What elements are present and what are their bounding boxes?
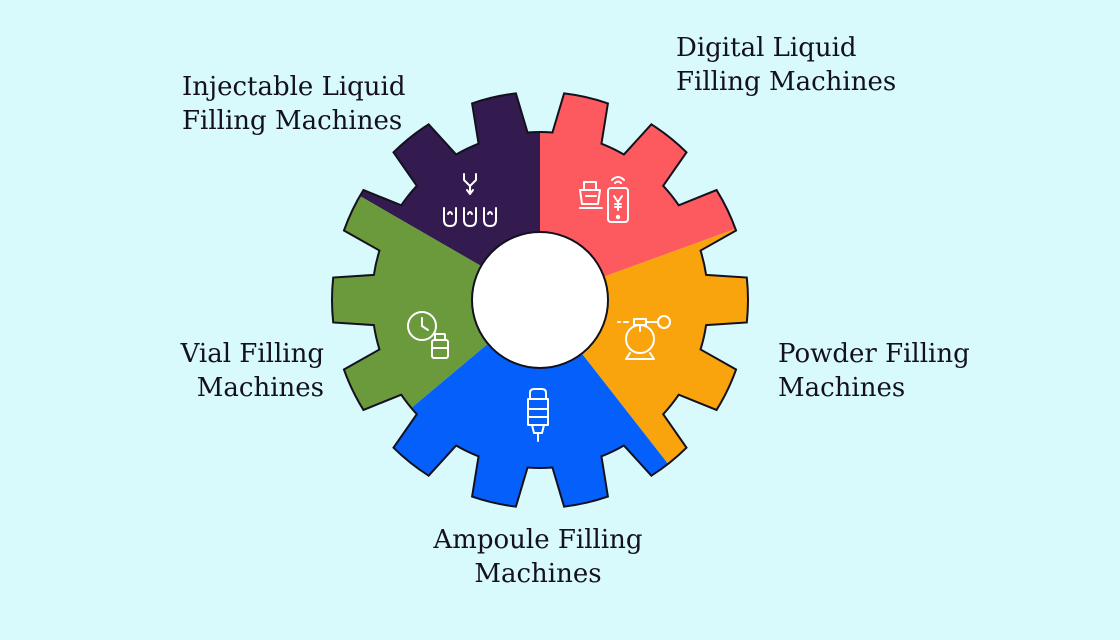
clock-vial-icon [407, 311, 449, 359]
label-ampoule-line2: Machines [474, 559, 602, 589]
label-vial-line2: Machines [196, 373, 324, 403]
label-injectable-line2: Filling Machines [182, 106, 403, 136]
syringe-vials-icon [443, 173, 497, 227]
segment-digital [540, 93, 748, 300]
digital-scale-phone-icon [579, 176, 629, 223]
label-powder-line1: Powder Filling [778, 339, 970, 369]
label-injectable-line1: Injectable Liquid [182, 72, 406, 102]
ampoule-icon [527, 388, 549, 442]
label-powder-line2: Machines [778, 373, 906, 403]
gear-center-hole [471, 231, 609, 369]
label-powder: Powder Filling Machines [778, 337, 970, 405]
label-vial-line1: Vial Filling [180, 339, 324, 369]
label-vial: Vial Filling Machines [150, 337, 324, 405]
label-injectable: Injectable Liquid Filling Machines [182, 70, 406, 138]
label-digital-line1: Digital Liquid [676, 33, 857, 63]
label-ampoule: Ampoule Filling Machines [418, 523, 658, 591]
powder-dispenser-icon [617, 315, 671, 360]
label-ampoule-line1: Ampoule Filling [433, 525, 643, 555]
gear-outline [331, 92, 749, 508]
label-digital-line2: Filling Machines [676, 67, 897, 97]
label-digital: Digital Liquid Filling Machines [676, 31, 896, 99]
